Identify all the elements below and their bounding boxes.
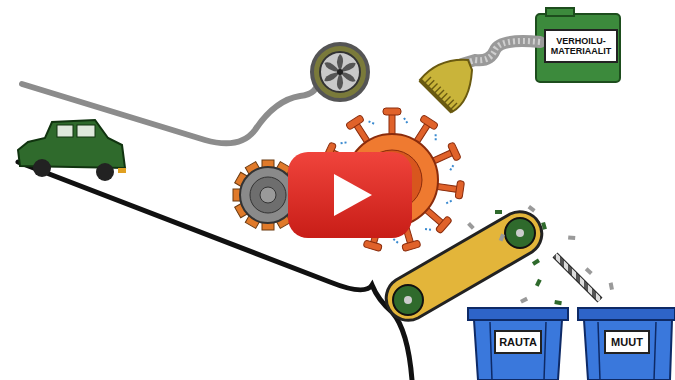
hose-ribs <box>462 41 540 64</box>
label-plate: RAUTA <box>494 330 542 354</box>
upholstery-container <box>536 8 620 82</box>
iron-bin <box>468 308 568 380</box>
suction-head <box>420 60 472 112</box>
label-text: MUUT <box>611 336 643 349</box>
label-plate: VERHOILU- MATERIAALIT <box>544 29 618 63</box>
video-play-button <box>288 152 412 238</box>
debris <box>467 205 614 305</box>
conveyor-belt <box>386 212 542 321</box>
label-text: RAUTA <box>499 336 537 349</box>
ground-line <box>18 162 412 380</box>
separator-rod <box>555 255 600 300</box>
label-plate: MUUT <box>604 330 650 354</box>
upper-track <box>22 80 318 143</box>
suction-hose <box>462 41 540 64</box>
fan <box>312 44 368 100</box>
other-bin <box>578 308 675 380</box>
car <box>18 120 126 181</box>
label-text: VERHOILU- MATERIAALIT <box>549 36 613 57</box>
